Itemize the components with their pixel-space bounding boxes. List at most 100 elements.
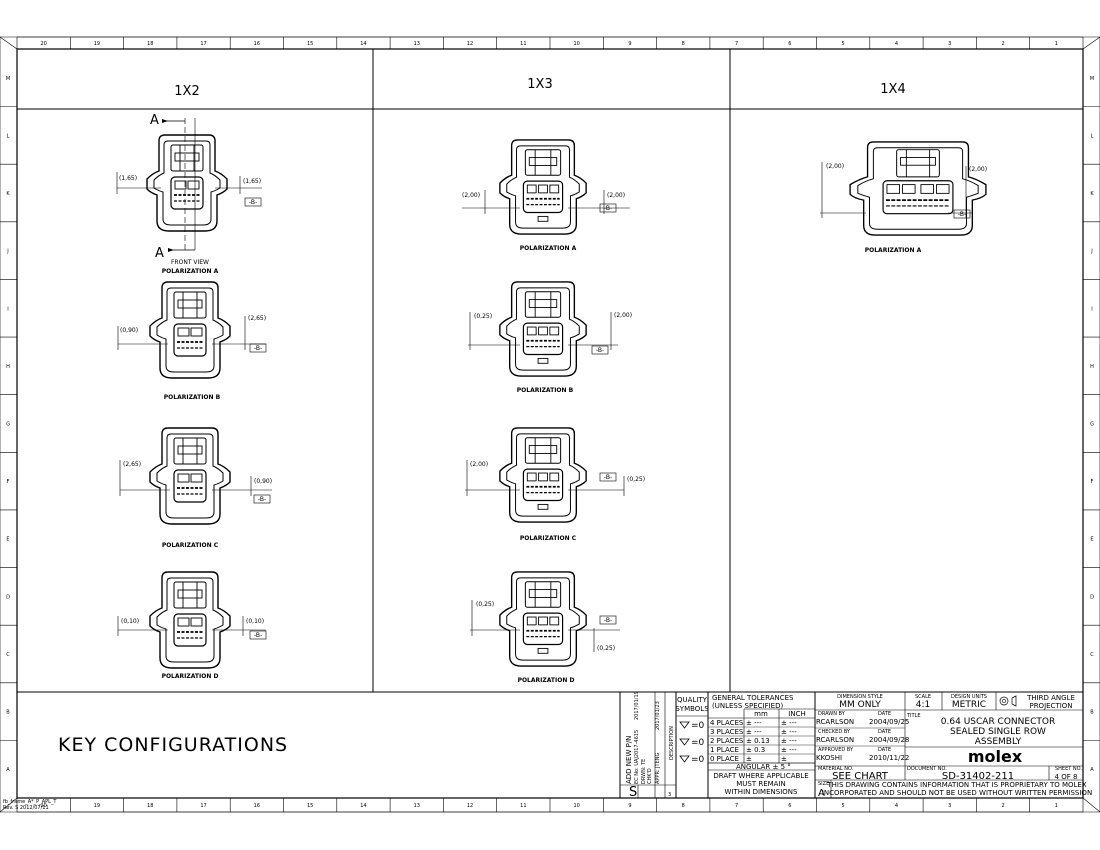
dimension-left: (1,65) xyxy=(119,175,137,182)
dimension-left: (0,25) xyxy=(476,601,494,608)
grid-column-label: 17 xyxy=(200,41,206,47)
grid-column-label: 3 xyxy=(948,803,951,809)
grid-column-label: 12 xyxy=(467,803,473,809)
grid-column-label: 14 xyxy=(360,803,366,809)
polarization-label: POLARIZATION A xyxy=(865,247,922,254)
grid-column-label: 9 xyxy=(628,41,631,47)
grid-row-label: J xyxy=(6,249,8,255)
datum-b: -B- xyxy=(254,632,262,639)
grid-column-label: 7 xyxy=(735,803,738,809)
grid-column-label: 16 xyxy=(254,803,260,809)
grid-column-label: 15 xyxy=(307,803,313,809)
revision-text: ADD NEW P/N xyxy=(625,736,633,784)
footer-revision: Rev. S 2012/07/11 xyxy=(3,805,49,811)
grid-column-label: 2 xyxy=(1001,41,1004,47)
revision-date1: 2017/01/19 xyxy=(634,691,640,720)
grid-column-label: 10 xyxy=(573,41,579,47)
grid-column-label: 20 xyxy=(40,41,46,47)
date-label: DATE xyxy=(878,729,891,735)
tolerance-label: 3 PLACES xyxy=(710,728,744,736)
polarization-label: POLARIZATION A xyxy=(520,245,577,252)
tolerances-mm-header: mm xyxy=(754,710,768,718)
grid-row-label: B xyxy=(1090,710,1094,716)
grid-column-label: 4 xyxy=(895,803,898,809)
projection-text: PROJECTION xyxy=(1029,702,1072,710)
drawing-title-line2: SEALED SINGLE ROW xyxy=(950,727,1046,737)
revision-drwn: DRWN: TE xyxy=(641,759,647,784)
quality-triangle-icon xyxy=(679,755,690,763)
dimension-right: (0,25) xyxy=(597,645,615,652)
tolerances-draft: MUST REMAIN xyxy=(736,780,786,788)
grid-row-label: C xyxy=(1090,652,1094,658)
grid-row-label: H xyxy=(6,364,10,370)
grid-row-label: H xyxy=(1090,364,1094,370)
checked-by-label: CHECKED BY xyxy=(818,729,851,735)
date-label: DATE xyxy=(878,711,891,717)
view-1x2-polarization-d: (0,10) (0,10) -B- POLARIZATION D xyxy=(117,571,267,680)
tolerance-mm: ± 0.3 xyxy=(746,746,765,754)
projection-text: THIRD ANGLE xyxy=(1026,694,1075,702)
view-1x3-polarization-a: (2,00) (2,00) -B- POLARIZATION A xyxy=(462,138,630,252)
quality-triangle-icon xyxy=(679,738,690,746)
grid-row-label: K xyxy=(1090,191,1094,197)
grid-row-label: J xyxy=(1090,249,1092,255)
frame xyxy=(0,36,1100,813)
revision-description: DESCRIPTION xyxy=(669,726,675,760)
revision-number: 3 xyxy=(668,792,671,798)
dimension-right: (0,25) xyxy=(627,476,645,483)
tolerance-label: 1 PLACE xyxy=(710,746,739,754)
grid-ruler: 2020191918181717161615151414131312121111… xyxy=(0,37,1100,812)
view-1x3-polarization-b: (0,25) (2,00) -B- POLARIZATION B xyxy=(468,280,632,394)
tolerance-mm: ± --- xyxy=(746,728,762,736)
grid-column-label: 19 xyxy=(94,41,100,47)
third-angle-projection-icon xyxy=(999,695,1017,707)
section-title-1x4: 1X4 xyxy=(880,82,905,97)
revision-date2: 2017/01/23 xyxy=(655,701,661,730)
grid-row-label: B xyxy=(6,710,10,716)
tolerance-label: 0 PLACE xyxy=(710,755,739,763)
datum-b: -B- xyxy=(604,617,612,624)
grid-row-label: A xyxy=(1090,767,1094,773)
grid-column-label: 1 xyxy=(1055,803,1058,809)
dimension-left: (2,00) xyxy=(826,163,844,170)
document-no: SD-31402-211 xyxy=(942,771,1014,782)
grid-column-label: 3 xyxy=(948,41,951,47)
grid-row-label: D xyxy=(1090,594,1094,600)
tolerance-inch: ± --- xyxy=(781,746,797,754)
grid-column-label: 5 xyxy=(842,41,845,47)
approved-by-label: APPROVED BY xyxy=(818,747,854,753)
datum-b: -B- xyxy=(249,199,257,206)
section-title-1x3: 1X3 xyxy=(527,77,552,92)
dimension-style: MM ONLY xyxy=(839,700,881,710)
datum-b: -B- xyxy=(254,345,262,352)
grid-column-label: 15 xyxy=(307,41,313,47)
proprietary-notice: INCORPORATED AND SHOULD NOT BE USED WITH… xyxy=(822,789,1092,797)
dimension-right: (2,00) xyxy=(607,192,625,199)
section-marker-bottom: A xyxy=(155,246,164,261)
grid-column-label: 17 xyxy=(200,803,206,809)
scale-label: SCALE xyxy=(915,694,931,700)
tolerance-inch: ± --- xyxy=(781,719,797,727)
footer-template: fb_frame_A*_P_APL_T xyxy=(3,799,57,805)
tolerances-title: GENERAL TOLERANCES xyxy=(712,694,794,702)
grid-row-label: G xyxy=(6,422,10,428)
approved-date: 2010/11/22 xyxy=(869,754,909,762)
tolerances-inch-header: INCH xyxy=(788,710,805,718)
datum-b: -B- xyxy=(258,496,266,503)
grid-column-label: 2 xyxy=(1001,803,1004,809)
datum-b: -B- xyxy=(596,347,604,354)
dimension-left: (0,25) xyxy=(474,313,492,320)
section-title-1x2: 1X2 xyxy=(174,84,199,99)
polarization-label: POLARIZATION B xyxy=(164,394,221,401)
proprietary-notice: THIS DRAWING CONTAINS INFORMATION THAT I… xyxy=(826,781,1086,789)
title-label: TITLE xyxy=(906,713,921,719)
drawing-title-line1: 0.64 USCAR CONNECTOR xyxy=(941,717,1055,727)
tolerance-mm: ± 0.13 xyxy=(746,737,770,745)
tolerance-inch: ± xyxy=(781,755,787,763)
polarization-label: POLARIZATION C xyxy=(162,542,219,549)
quality-triangle-icon xyxy=(679,721,690,729)
sheet-size: A xyxy=(818,788,825,799)
grid-column-label: 8 xyxy=(682,803,685,809)
material-no: SEE CHART xyxy=(832,771,889,782)
